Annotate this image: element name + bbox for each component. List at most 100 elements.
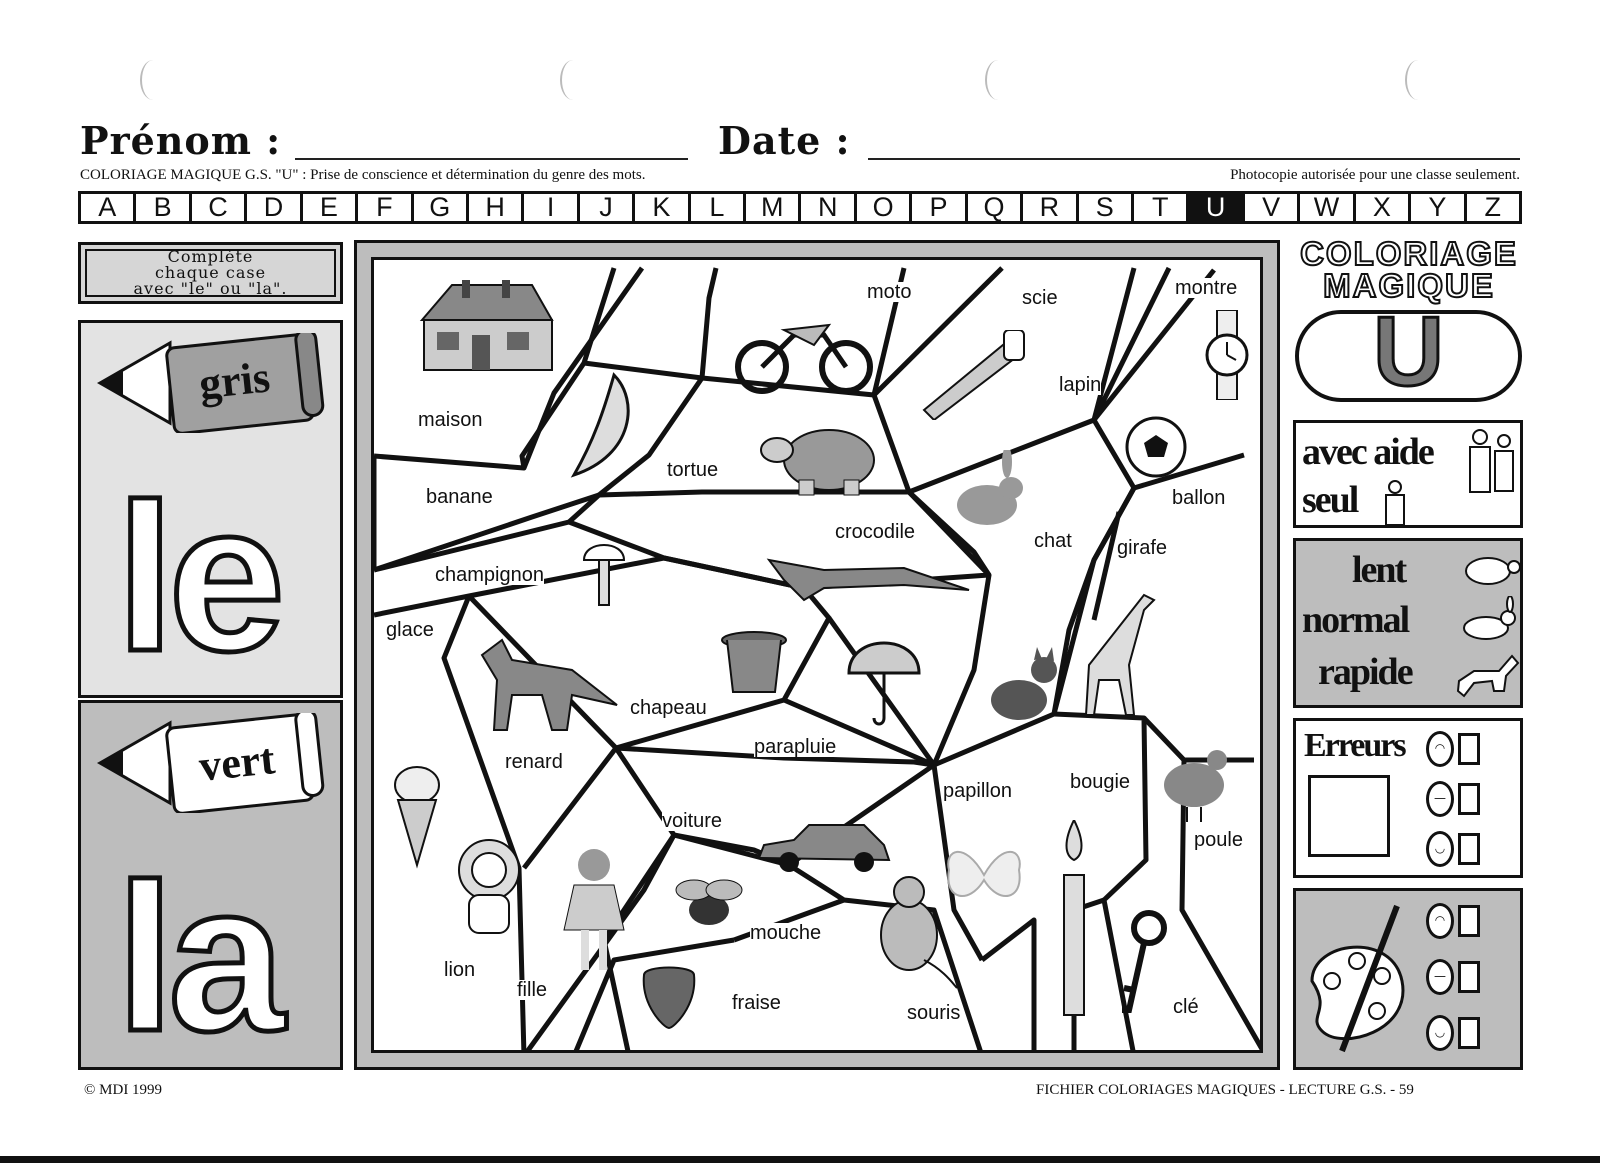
word-souris: souris xyxy=(907,1002,961,1024)
alphabet-letter-v: V xyxy=(1245,192,1301,222)
coloring-check-3[interactable] xyxy=(1458,1017,1480,1049)
rabbit-icon xyxy=(957,450,1023,525)
subtitle-right: Photocopie autorisée pour une classe seu… xyxy=(1230,167,1520,183)
green-crayon-icon xyxy=(96,713,325,813)
motorbike-icon xyxy=(735,323,873,394)
candle-icon xyxy=(1063,820,1085,1016)
alphabet-letter-d: D xyxy=(247,192,303,222)
banana-icon xyxy=(570,372,630,478)
word-cle: clé xyxy=(1173,996,1199,1018)
giraffe-icon xyxy=(1084,593,1156,716)
alphabet-letter-n: N xyxy=(801,192,857,222)
crocodile-icon xyxy=(766,558,970,602)
person-icon xyxy=(1385,480,1405,526)
word-mouche: mouche xyxy=(750,922,822,944)
legend-gris-panel: gris le xyxy=(78,320,343,698)
alphabet-letter-w: W xyxy=(1300,192,1356,222)
hen-icon xyxy=(1164,750,1227,822)
legend-article-le: le xyxy=(113,460,287,695)
instructions-line-3: avec "le" ou "la". xyxy=(133,279,288,298)
cat-icon xyxy=(991,647,1057,720)
coloring-check-2[interactable] xyxy=(1458,961,1480,993)
hat-icon xyxy=(721,631,787,693)
word-papillon: papillon xyxy=(943,780,1012,802)
word-chat: chat xyxy=(1034,530,1072,552)
alphabet-letter-o: O xyxy=(857,192,913,222)
coloring-check-1[interactable] xyxy=(1458,905,1480,937)
palette-icon xyxy=(1310,904,1405,1053)
word-moto: moto xyxy=(867,281,912,303)
errors-check-2[interactable] xyxy=(1458,783,1480,815)
word-fraise: fraise xyxy=(732,992,781,1014)
word-banane: banane xyxy=(426,486,493,508)
word-glace: glace xyxy=(386,619,434,641)
alphabet-letter-z: Z xyxy=(1484,192,1502,222)
sad-face-icon: ◠ xyxy=(1426,731,1454,767)
errors-box: Erreurs ◠ — ◡ xyxy=(1293,718,1523,878)
seul-label: seul xyxy=(1302,479,1359,521)
word-lion: lion xyxy=(444,959,476,981)
alphabet-letter-s: S xyxy=(1079,192,1135,222)
erreurs-label: Erreurs xyxy=(1304,727,1407,764)
alphabet-letter-j: J xyxy=(580,192,636,222)
word-fille: fille xyxy=(517,979,548,1001)
word-champignon: champignon xyxy=(435,564,544,586)
word-girafe: girafe xyxy=(1117,537,1168,559)
date-label: Date : xyxy=(718,118,851,163)
punch-hole-4 xyxy=(1405,60,1431,100)
letter-badge: U xyxy=(1295,301,1522,402)
letter-badge-text: U xyxy=(1372,296,1446,406)
alphabet-letter-t: T xyxy=(1134,192,1190,222)
alphabet-letter-h: H xyxy=(469,192,525,222)
turtle-icon xyxy=(760,429,875,496)
word-chapeau: chapeau xyxy=(630,697,707,719)
alphabet-letter-l: L xyxy=(691,192,747,222)
punch-hole-2 xyxy=(560,60,586,100)
prenom-label: Prénom : xyxy=(80,118,282,163)
instructions-line-1: Complète xyxy=(167,247,254,266)
word-maison: maison xyxy=(418,409,483,431)
brand-line-2: MAGIQUE xyxy=(1322,267,1495,304)
instructions-line-2: chaque case xyxy=(154,263,267,282)
people-icon xyxy=(1469,429,1514,493)
word-bougie: bougie xyxy=(1070,771,1131,793)
fly-icon xyxy=(675,879,743,925)
saw-icon xyxy=(922,330,1025,420)
sad-face-icon: ◠ xyxy=(1426,903,1454,939)
errors-check-3[interactable] xyxy=(1458,833,1480,865)
word-montre: montre xyxy=(1175,277,1238,299)
gray-crayon-icon xyxy=(96,333,325,433)
alphabet-letter-i: I xyxy=(524,192,580,222)
errors-check-1[interactable] xyxy=(1458,733,1480,765)
bottom-bar xyxy=(0,1156,1600,1163)
legend-vert-word: vert xyxy=(196,734,278,791)
turtle-icon xyxy=(1465,557,1521,585)
help-level-box: avec aide seul xyxy=(1293,420,1523,528)
alphabet-letter-x: X xyxy=(1356,192,1412,222)
alphabet-letter-f: F xyxy=(358,192,414,222)
word-poule: poule xyxy=(1194,829,1243,851)
errors-count-box[interactable] xyxy=(1308,775,1390,857)
ball-icon xyxy=(1125,416,1187,478)
word-lapin: lapin xyxy=(1059,374,1102,396)
word-tortue: tortue xyxy=(667,459,719,481)
alphabet-letter-e: E xyxy=(303,192,359,222)
prenom-field[interactable] xyxy=(295,158,688,160)
happy-face-icon: ◡ xyxy=(1426,1015,1454,1051)
alphabet-letter-a: A xyxy=(81,192,137,222)
subtitle-row: COLORIAGE MAGIQUE G.S. "U" : Prise de co… xyxy=(80,167,1520,184)
instructions-box: Complète chaque case avec "le" ou "la". xyxy=(78,242,343,304)
punch-hole-1 xyxy=(140,60,166,100)
word-parapluie: parapluie xyxy=(754,736,837,758)
footer-copyright: © MDI 1999 xyxy=(84,1082,163,1098)
legend-article-la: la xyxy=(113,840,287,1075)
normal-label: normal xyxy=(1302,599,1410,641)
alphabet-letter-m: M xyxy=(746,192,802,222)
ice-cream-icon xyxy=(394,766,440,869)
alphabet-letter-p: P xyxy=(912,192,968,222)
avec-aide-label: avec aide xyxy=(1302,431,1435,473)
alphabet-letter-u: U xyxy=(1189,192,1245,222)
date-field[interactable] xyxy=(868,158,1520,160)
umbrella-icon xyxy=(847,641,921,726)
